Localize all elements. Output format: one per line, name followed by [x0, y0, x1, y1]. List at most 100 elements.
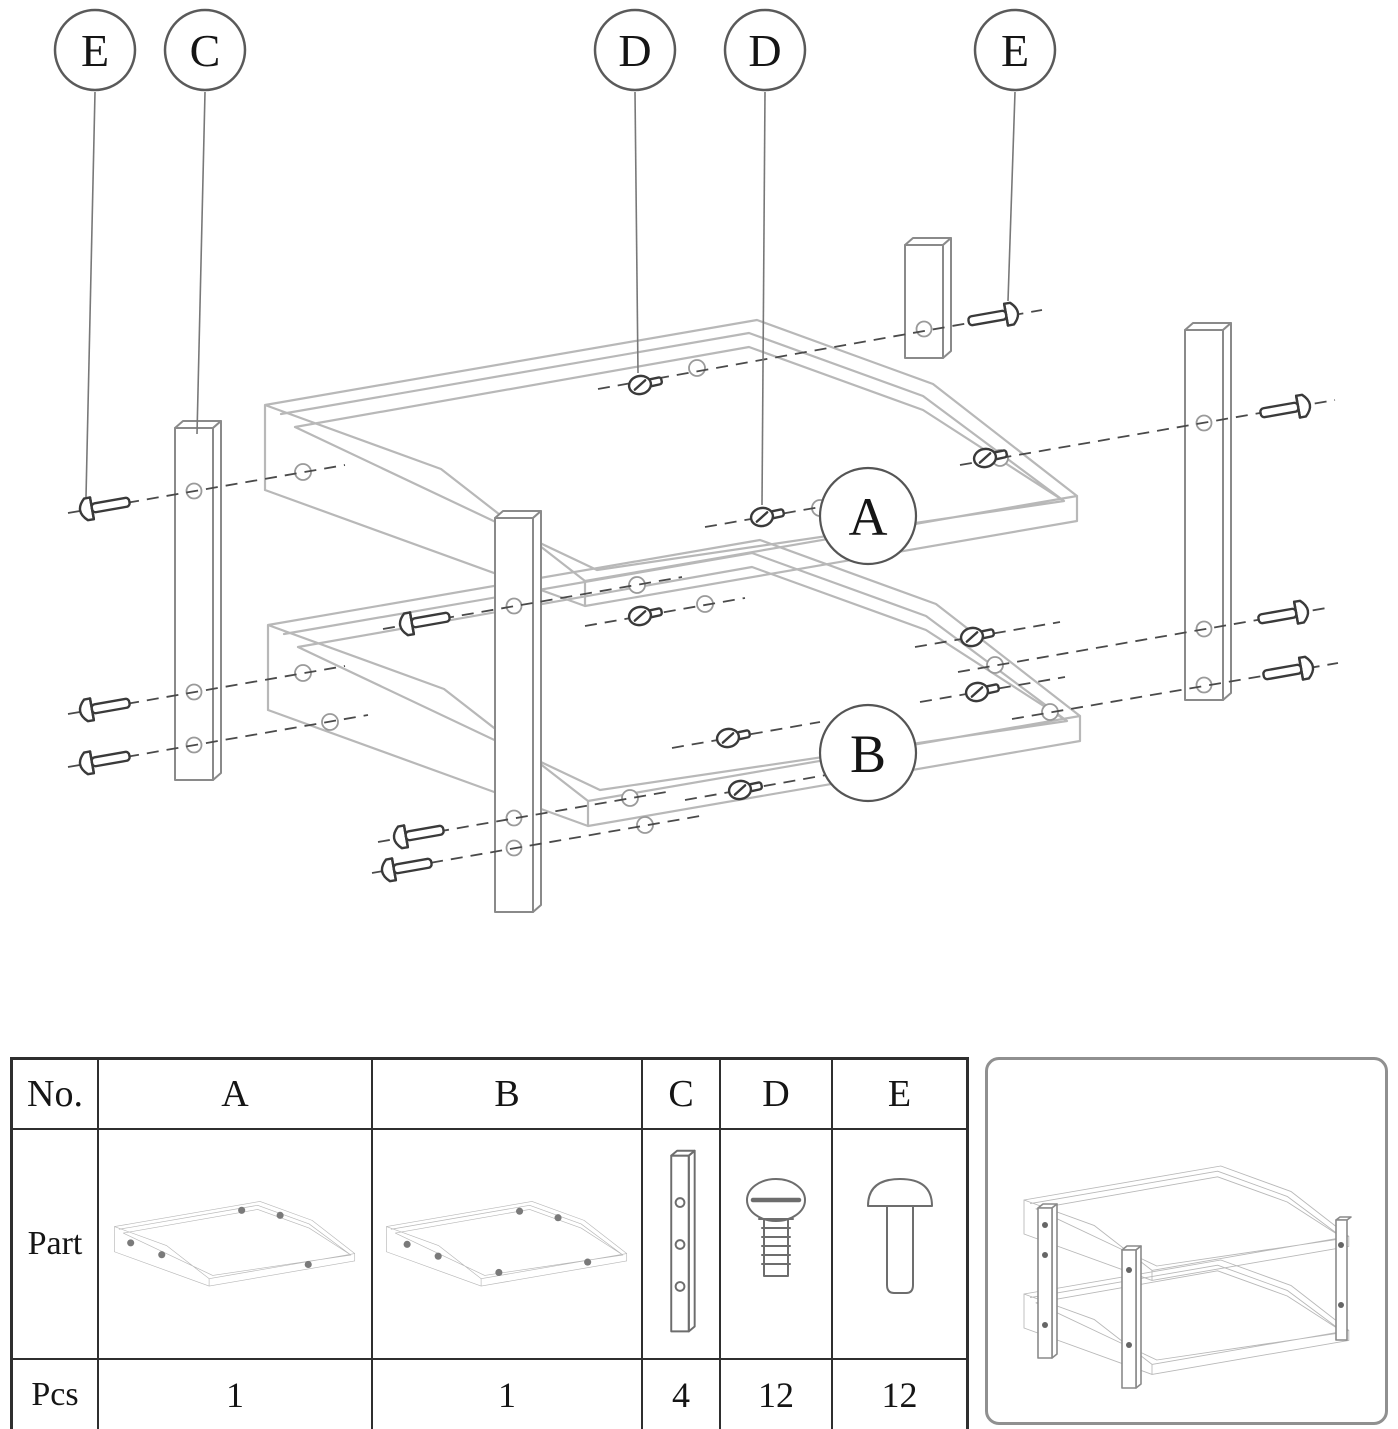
guide-line [684, 773, 833, 801]
leader-line [634, 91, 639, 374]
assembled-tray-b [1023, 1259, 1350, 1375]
screw-d [626, 601, 665, 629]
rail-middle [494, 510, 542, 913]
exploded-diagram: E C D D E A B [53, 8, 1339, 913]
pcs-a: 1 [99, 1360, 373, 1429]
screw-hole [628, 576, 646, 594]
tray-screw-holes [294, 359, 1059, 834]
guide-line [959, 399, 1336, 466]
part-a-cell [99, 1130, 373, 1360]
callout-letter: D [748, 25, 781, 76]
assembled-tray-a [1023, 1165, 1350, 1281]
table-header-b: B [373, 1060, 643, 1130]
pcs-c: 4 [643, 1360, 721, 1429]
guide-line [671, 721, 821, 749]
callout-leader-lines [85, 91, 1016, 506]
screw-e [77, 690, 133, 724]
screw-e [1257, 392, 1313, 426]
rail-hole [505, 597, 523, 615]
part-row-label: Part [13, 1130, 99, 1360]
screw-e [1260, 654, 1316, 688]
callout-circle [53, 8, 137, 92]
callout-e-right: E [973, 8, 1057, 92]
rail-right [1184, 322, 1232, 701]
callout-e-left: E [53, 8, 137, 92]
screw-d [626, 370, 665, 398]
callout-letter: E [1001, 25, 1029, 76]
callout-circle [593, 8, 677, 92]
e-bolts [77, 300, 1316, 884]
pcs-b: 1 [373, 1360, 643, 1429]
table-header-c: C [643, 1060, 721, 1130]
pcs-a-value: 1 [226, 1375, 244, 1415]
part-a-icon [114, 1201, 356, 1287]
assembled-rail-front-left [1121, 1245, 1142, 1389]
callout-circle [973, 8, 1057, 92]
d-screws [626, 370, 1010, 803]
tray-b-drawing [266, 538, 1082, 828]
guide-line [1011, 662, 1339, 720]
part-d-cell [721, 1130, 833, 1360]
leader-line [85, 91, 96, 498]
rail-hole [915, 320, 933, 338]
dashed-guide-lines [67, 309, 1339, 874]
part-b-icon [386, 1201, 628, 1287]
label-circle [818, 466, 918, 566]
col-d-letter: D [762, 1073, 790, 1115]
callout-letter: C [190, 25, 221, 76]
pcs-e: 12 [833, 1360, 966, 1429]
screw-hole [294, 463, 312, 481]
part-e-cell [833, 1130, 966, 1360]
screw-d [963, 677, 1002, 705]
label-b-circle: B [818, 703, 918, 803]
screw-e [1255, 598, 1311, 632]
assembled-product-inset [985, 1057, 1388, 1425]
guide-line [597, 309, 1043, 390]
screw-hole [621, 789, 639, 807]
col-b-letter: B [494, 1073, 520, 1115]
table-header-d: D [721, 1060, 833, 1130]
guide-line [914, 621, 1061, 648]
part-b-cell [373, 1130, 643, 1360]
pcs-d: 12 [721, 1360, 833, 1429]
pcs-d-value: 12 [758, 1375, 794, 1415]
screw-d [714, 723, 753, 751]
col-a-letter: A [221, 1073, 249, 1115]
pcs-row-label: Pcs [13, 1360, 99, 1429]
screw-e [965, 300, 1021, 334]
guide-line [957, 606, 1333, 673]
tray-a-drawing [263, 318, 1079, 608]
screw-d [748, 502, 787, 530]
label-a-circle: A [818, 466, 918, 566]
table-header-no: No. [13, 1060, 99, 1130]
screw-e [391, 817, 447, 851]
rail-left [174, 420, 222, 781]
part-c-cell [643, 1130, 721, 1360]
screw-e [379, 850, 435, 884]
assembled-rail-back-left [1037, 1203, 1058, 1359]
part-d-icon [746, 1178, 806, 1277]
part-label: Part [27, 1225, 83, 1262]
callout-circle [163, 8, 247, 92]
leader-line [1007, 91, 1016, 302]
callout-d-right: D [723, 8, 807, 92]
assembled-screws [1042, 1222, 1344, 1348]
screw-e [77, 743, 133, 777]
pcs-c-value: 4 [672, 1375, 690, 1415]
leader-line [196, 91, 206, 435]
callout-d-left: D [593, 8, 677, 92]
part-c-icon [670, 1149, 696, 1332]
callout-letter: D [618, 25, 651, 76]
col-c-letter: C [668, 1073, 694, 1115]
callout-letter: E [81, 25, 109, 76]
pcs-b-value: 1 [498, 1375, 516, 1415]
leader-line [761, 91, 766, 506]
assembled-rail-right [1335, 1216, 1352, 1341]
callout-circle [723, 8, 807, 92]
screw-hole [688, 359, 706, 377]
assembled-product-drawing [1023, 1165, 1352, 1389]
screw-hole [294, 664, 312, 682]
label-circle [818, 703, 918, 803]
no-label: No. [27, 1073, 83, 1115]
